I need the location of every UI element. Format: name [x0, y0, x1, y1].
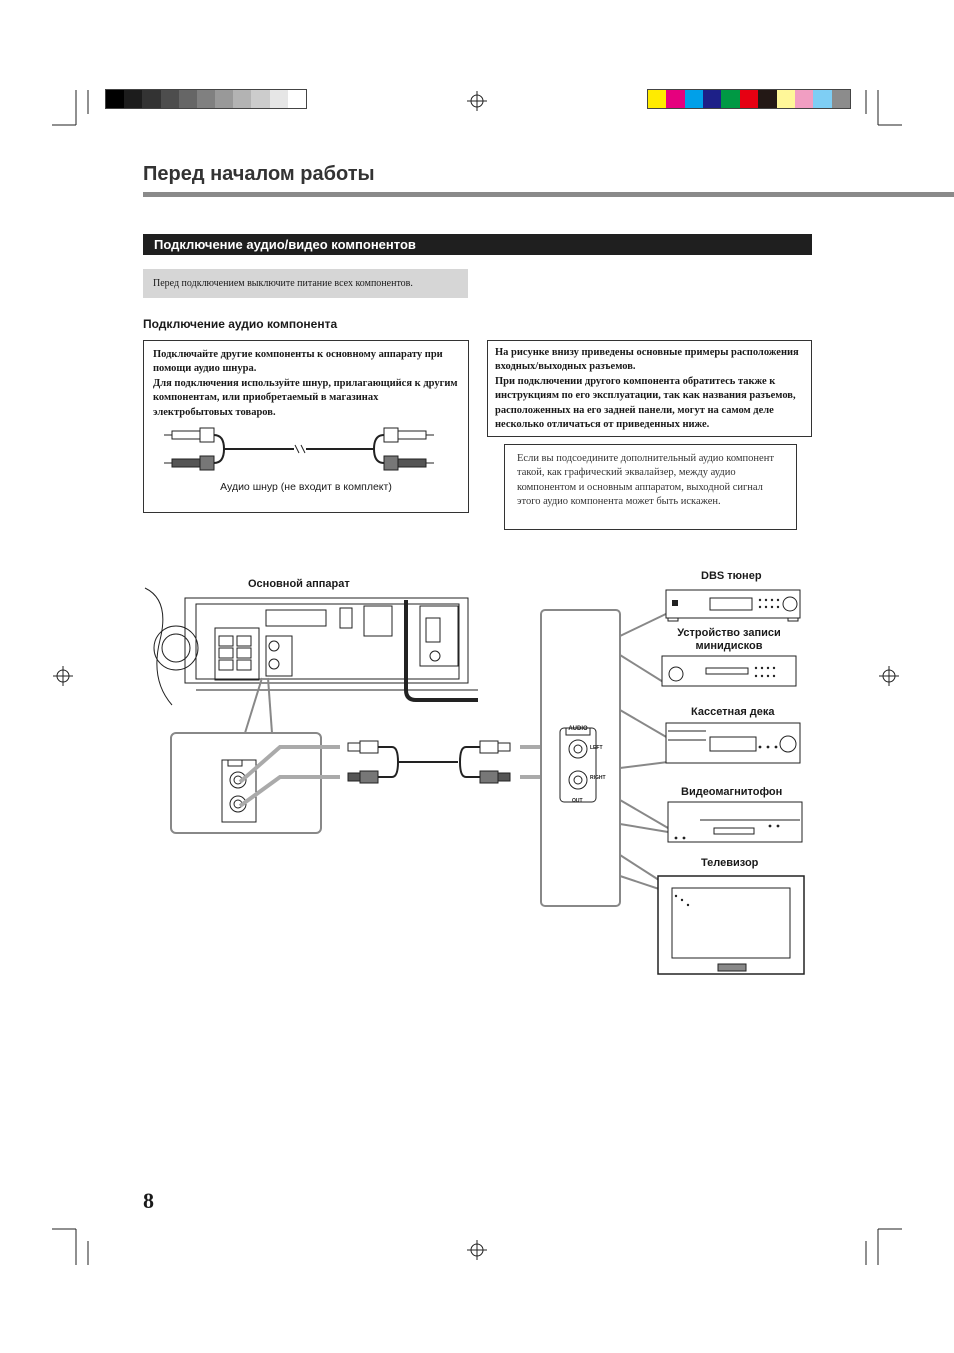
- color-swatch: [666, 90, 685, 108]
- color-swatch: [215, 90, 234, 108]
- color-swatch: [178, 90, 197, 108]
- instruction-line-2: Для подключения используйте шнур, прилаг…: [153, 377, 458, 418]
- color-swatch: [160, 90, 179, 108]
- jack-out-label: OUT: [572, 798, 583, 804]
- color-swatch: [233, 90, 252, 108]
- jack-header-label: AUDIO: [568, 726, 588, 732]
- device-label-dbs-tuner: DBS тюнер: [701, 570, 762, 582]
- section-title: Подключение аудио/видео компонентов: [143, 234, 812, 255]
- color-swatch: [684, 90, 704, 108]
- device-label-vcr: Видеомагнитофон: [681, 786, 783, 798]
- jack-left-label: LEFT: [590, 745, 603, 751]
- connector-info-line-1: На рисунке внизу приведены основные прим…: [495, 347, 799, 373]
- color-swatch: [831, 90, 850, 108]
- registration-target-icon: [53, 91, 899, 1260]
- power-off-note: Перед подключением выключите питание все…: [143, 269, 468, 298]
- color-swatch: [142, 90, 161, 108]
- connector-info-box: На рисунке внизу приведены основные прим…: [487, 340, 812, 437]
- device-label-tv: Телевизор: [701, 857, 759, 869]
- page-title: Перед началом работы: [143, 163, 375, 185]
- color-calibration-bar: [647, 89, 851, 109]
- subheading: Подключение аудио компонента: [143, 317, 338, 331]
- color-swatch: [196, 90, 216, 108]
- instruction-line-1: Подключайте другие компоненты к основном…: [153, 349, 443, 375]
- jack-right-label: RIGHT: [590, 775, 606, 781]
- cable-instructions-box: Подключайте другие компоненты к основном…: [143, 340, 469, 513]
- color-swatch: [703, 90, 722, 108]
- device-label-md-recorder: Устройство записи минидисков: [677, 627, 781, 652]
- audio-cable-illustration: [164, 427, 434, 471]
- color-swatch: [648, 90, 667, 108]
- color-swatch: [106, 90, 125, 108]
- main-unit-label: Основной аппарат: [248, 578, 350, 590]
- color-swatch: [721, 90, 740, 108]
- color-swatch: [813, 90, 832, 108]
- connector-info-line-2: При подключении другого компонента обрат…: [495, 375, 796, 431]
- color-swatch: [776, 90, 795, 108]
- equalizer-note: Если вы подсоедините дополнительный ауди…: [517, 453, 774, 508]
- device-label-cassette-deck: Кассетная дека: [691, 706, 775, 718]
- title-rule: [143, 192, 954, 197]
- cable-caption: Аудио шнур (не входит в комплект): [220, 481, 392, 493]
- color-swatch: [269, 90, 288, 108]
- equalizer-note-box: Если вы подсоедините дополнительный ауди…: [504, 444, 797, 530]
- color-swatch: [758, 90, 777, 108]
- color-swatch: [124, 90, 143, 108]
- color-swatch: [287, 90, 306, 108]
- gray-calibration-bar: [105, 89, 307, 109]
- color-swatch: [739, 90, 759, 108]
- color-swatch: [794, 90, 814, 108]
- page-number: 8: [143, 1188, 154, 1213]
- color-swatch: [251, 90, 270, 108]
